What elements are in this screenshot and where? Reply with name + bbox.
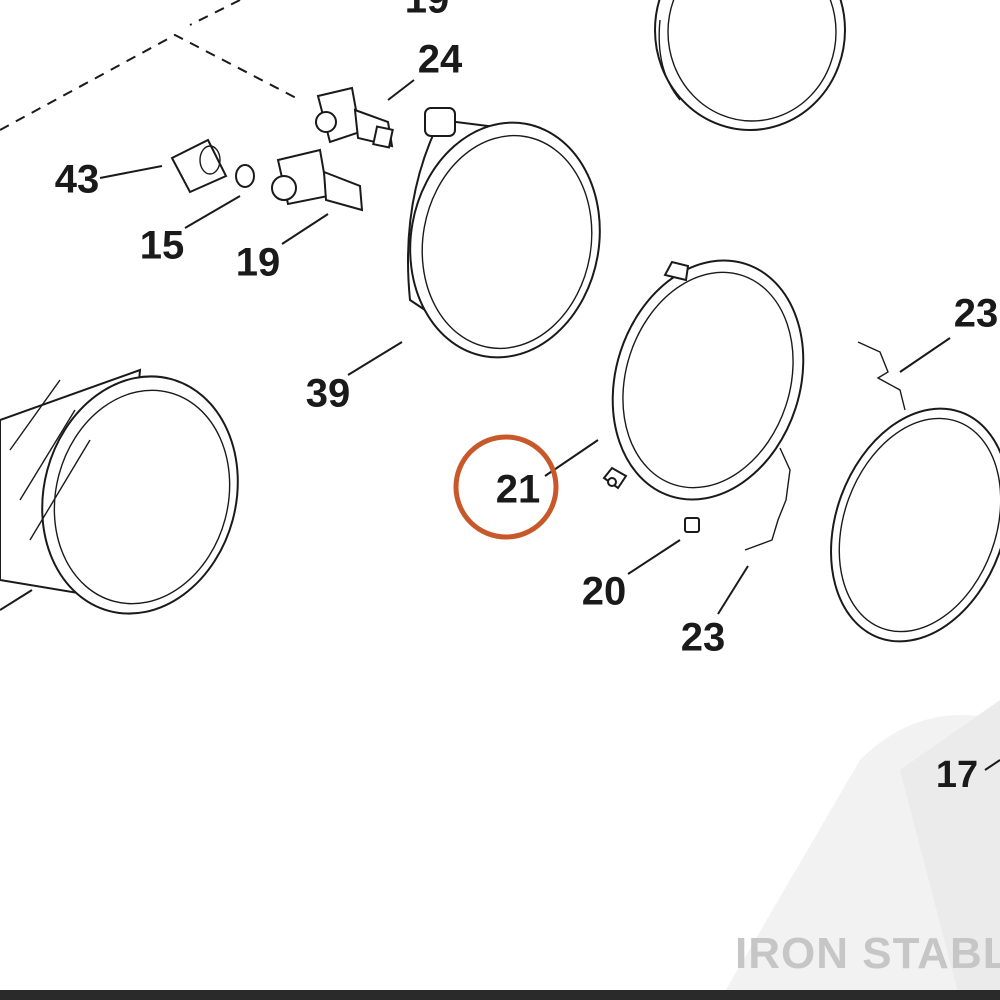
trim-ring-right	[830, 407, 1000, 643]
callout-39: 39	[306, 372, 351, 416]
watermark-text: IRON STABLE	[735, 929, 1000, 978]
callout-23-right: 23	[954, 292, 999, 336]
headlamp-bottom-left	[0, 368, 239, 615]
retaining-ring-21	[602, 259, 805, 501]
callout-21: 21	[496, 468, 541, 512]
callout-17: 17	[936, 754, 978, 796]
callout-19-top: 19	[405, 0, 450, 22]
bulb-19	[271, 148, 364, 212]
callout-15: 15	[140, 224, 185, 268]
callout-24: 24	[418, 38, 463, 82]
bulb-24	[315, 86, 394, 149]
callout-19: 19	[236, 241, 281, 285]
bulb-15	[235, 164, 255, 188]
spring-23-right	[857, 341, 906, 411]
bottom-bar	[0, 990, 1000, 1000]
headlamp-top-right	[654, 0, 846, 131]
dashed-assembly-lines	[0, 0, 301, 131]
spring-23-bottom	[744, 447, 791, 551]
callout-20: 20	[582, 570, 627, 614]
leader-lines	[0, 79, 1000, 771]
callout-23-bottom: 23	[681, 616, 726, 660]
watermark-shape	[720, 700, 1000, 1000]
callout-43: 43	[55, 158, 100, 202]
screw-20	[684, 517, 700, 533]
highlight-circle-21	[453, 434, 559, 540]
headlamp-39	[407, 107, 601, 359]
socket-43	[170, 138, 228, 194]
